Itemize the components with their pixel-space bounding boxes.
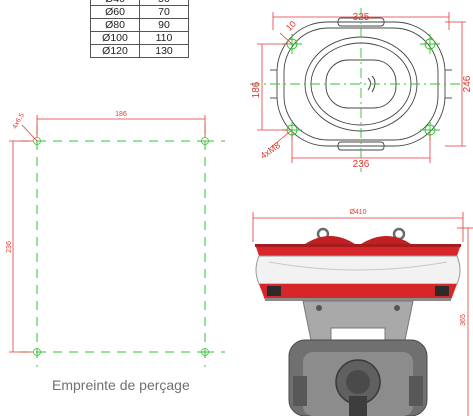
housing-bottom [259, 284, 457, 301]
diameter-cell: Ø80 [90, 18, 140, 32]
diameter-cell: Ø100 [90, 31, 140, 45]
drill-template-drawing: 186 236 4x6.5 [6, 111, 225, 367]
housing-top [255, 236, 461, 256]
inner-height-label: 186 [251, 81, 262, 98]
bolt-spacing-label: 236 [353, 159, 370, 170]
housing-disc [255, 255, 461, 285]
top-view-drawing: 325 236 246 186 10 4xM8 [250, 8, 473, 172]
drill-hole [33, 137, 41, 145]
diameter-cell: Ø120 [90, 44, 140, 58]
drill-hole [201, 137, 209, 145]
side-view-drawing: Ø410 365 [252, 209, 473, 416]
bolt-count-label: 4xM8 [258, 140, 282, 161]
top-width-label: 325 [353, 12, 370, 23]
drill-hole [33, 348, 41, 356]
logo-mark [367, 75, 376, 93]
dimension-table-body: Ø4050Ø6070Ø8090Ø100110Ø120130 [90, 0, 189, 58]
value-cell: 70 [139, 5, 189, 19]
drill-hole [201, 348, 209, 356]
small-dimension-label: 10 [284, 19, 298, 33]
top-height-label: 246 [462, 75, 473, 92]
drill-hole-label: 4x6.5 [11, 112, 26, 130]
drill-template-outline [20, 125, 225, 367]
side-view-dimensions [252, 212, 473, 416]
dimension-table: Ø4050Ø6070Ø8090Ø100110Ø120130 [90, 0, 189, 58]
drill-width-label: 186 [115, 111, 127, 118]
value-cell: 90 [139, 18, 189, 32]
drill-height-label: 236 [6, 241, 13, 253]
drill-template-caption: Empreinte de perçage [52, 377, 190, 393]
mounting-frame [302, 300, 414, 351]
drill-holes [33, 137, 209, 356]
top-view-dimensions [257, 12, 466, 163]
lower-bracket [288, 339, 428, 416]
top-view-centerlines [250, 8, 470, 172]
value-cell: 130 [139, 44, 189, 58]
value-cell: 110 [139, 31, 189, 45]
side-height-label: 365 [460, 314, 467, 326]
diameter-cell: Ø60 [90, 5, 140, 19]
side-diameter-label: Ø410 [349, 209, 366, 216]
drill-dimensions [9, 115, 206, 353]
